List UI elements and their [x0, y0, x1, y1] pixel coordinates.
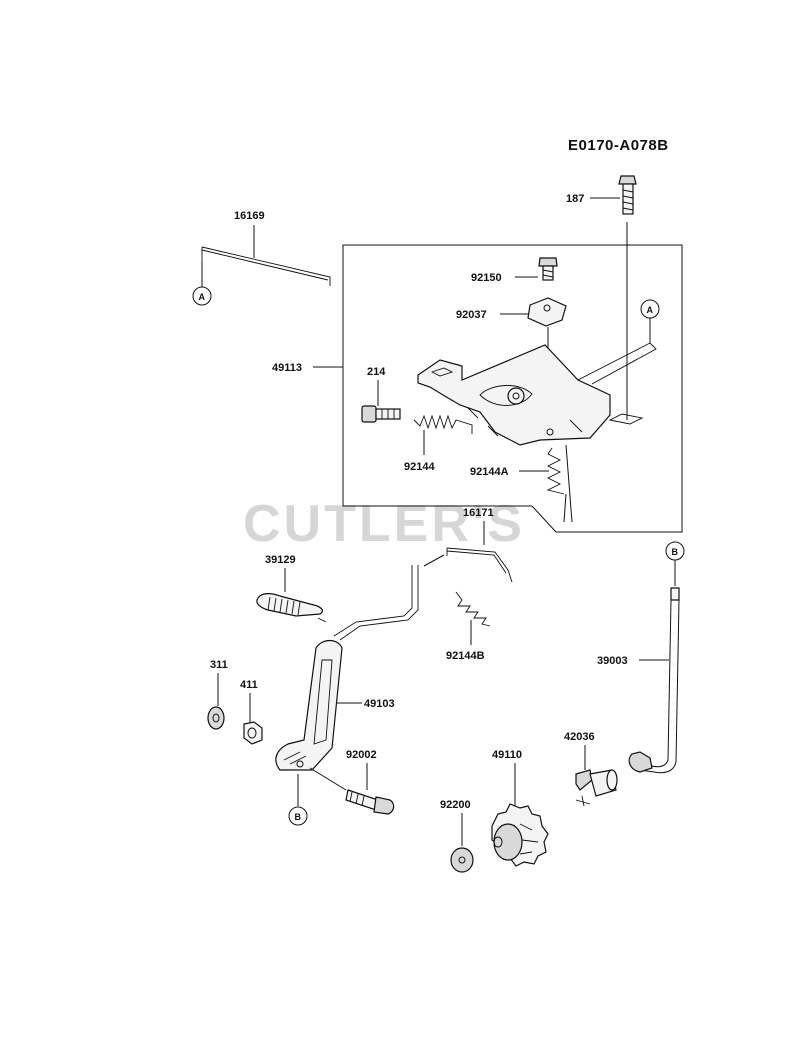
watermark: CUTLER'S: [243, 495, 525, 553]
ref-a2-circle: [640, 299, 660, 319]
part-42036-collar[interactable]: 42036: [564, 731, 618, 807]
diagram-code: E0170-A078B: [568, 137, 669, 154]
callout-92037: 92037: [456, 309, 487, 321]
part-39003-shaft[interactable]: B 39003: [597, 541, 685, 774]
callout-39129: 39129: [265, 554, 296, 566]
ref-b-label: B: [295, 812, 302, 822]
part-49113-bracket[interactable]: 49113 A: [272, 299, 660, 446]
callout-214: 214: [367, 366, 386, 378]
callout-411: 411: [240, 679, 258, 691]
callout-42036: 42036: [564, 731, 595, 743]
callout-92144b: 92144B: [446, 650, 485, 662]
part-49110-gear[interactable]: 49110: [491, 749, 549, 867]
callout-49103: 49103: [364, 698, 395, 710]
callout-92144: 92144: [404, 461, 435, 473]
part-214-bolt[interactable]: 214: [361, 366, 401, 423]
part-187-bolt[interactable]: 187: [566, 175, 637, 420]
callout-92150: 92150: [471, 272, 502, 284]
part-411-nut[interactable]: 411: [240, 679, 263, 745]
part-49103-lever[interactable]: 49103 B: [275, 565, 419, 826]
part-92002-pin[interactable]: 92002: [309, 749, 395, 815]
part-16169-rod[interactable]: 16169 A: [192, 210, 331, 306]
part-16171-rod[interactable]: 16171: [423, 507, 513, 583]
part-92144-spring[interactable]: 92144: [404, 414, 473, 473]
ref-b2-label: B: [672, 547, 679, 557]
callout-187: 187: [566, 193, 584, 205]
ref-b-circle: [288, 806, 308, 826]
callout-39003: 39003: [597, 655, 628, 667]
part-311-washer[interactable]: 311: [207, 659, 228, 730]
ref-a-label: A: [199, 292, 206, 302]
callout-311: 311: [210, 659, 228, 671]
ref-a2-label: A: [647, 305, 654, 315]
part-92150-screw[interactable]: 92150: [471, 257, 558, 284]
callout-16171: 16171: [463, 507, 494, 519]
callout-92144a: 92144A: [470, 466, 509, 478]
callout-16169: 16169: [234, 210, 265, 222]
callout-49110: 49110: [492, 749, 522, 761]
part-39129-boot[interactable]: 39129: [256, 554, 327, 623]
subassembly-box: [342, 244, 683, 533]
part-92144a-spring[interactable]: 92144A: [470, 444, 573, 523]
callout-92200: 92200: [440, 799, 471, 811]
part-92144b-spring[interactable]: 92144B: [446, 591, 491, 662]
ref-a-circle: [192, 286, 212, 306]
part-92200-washer[interactable]: 92200: [440, 799, 474, 873]
callout-49113: 49113: [272, 362, 302, 374]
callout-92002: 92002: [346, 749, 377, 761]
